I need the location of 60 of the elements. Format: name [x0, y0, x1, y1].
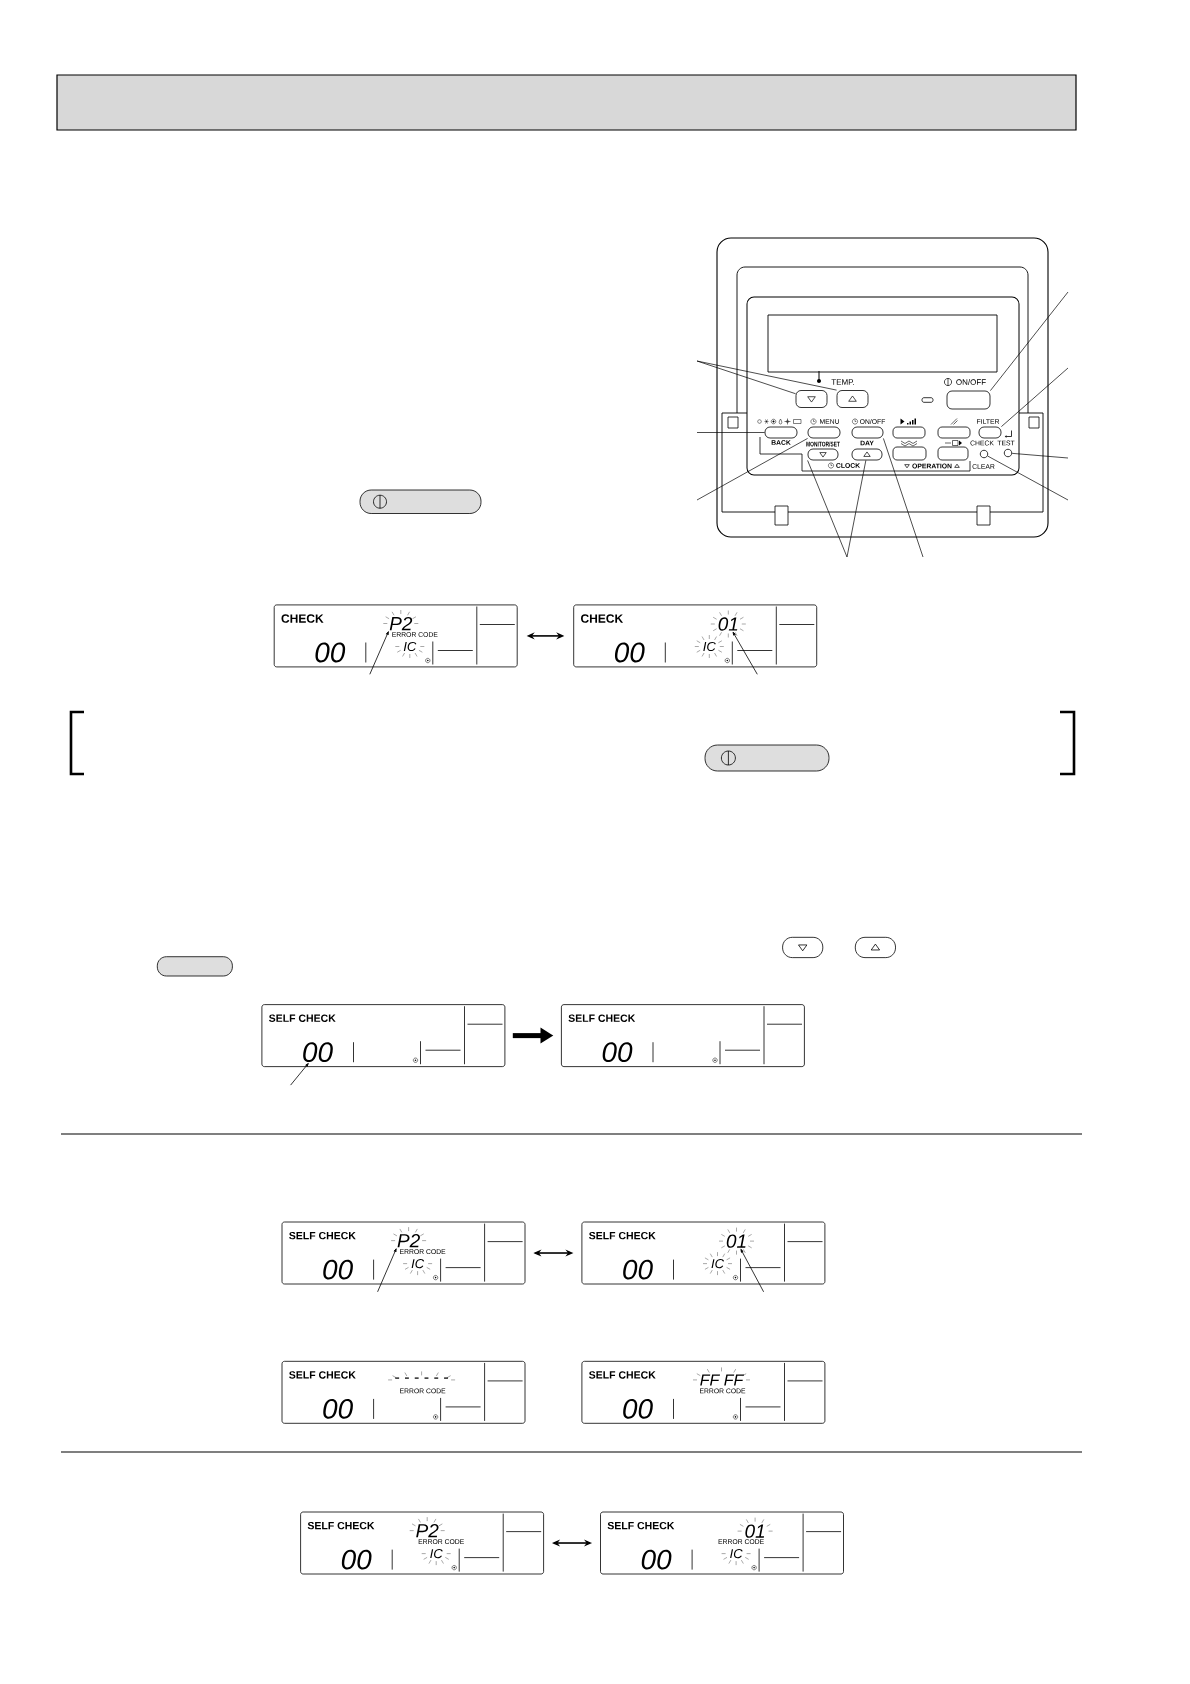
unit-code: IC — [411, 1259, 425, 1269]
button — [978, 426, 1002, 439]
leader-line — [846, 460, 867, 558]
unit-code: IC — [711, 1259, 725, 1269]
address-digits: 00 — [323, 1399, 353, 1419]
error-code: P2 — [397, 1234, 420, 1248]
title-bar — [56, 74, 1077, 131]
error-code: 01 — [745, 1524, 765, 1538]
leader-arrow — [290, 1063, 309, 1086]
unit-code: IC — [403, 641, 417, 652]
leader-line — [807, 460, 848, 558]
address-digits: 00 — [623, 1399, 653, 1419]
unit-code: IC — [430, 1549, 443, 1559]
display-title: SELF CHECK — [307, 1521, 375, 1530]
leader-line — [696, 360, 796, 395]
address-digits: 00 — [303, 1042, 333, 1063]
leader-arrow — [740, 1248, 764, 1293]
display-title: CHECK — [581, 614, 624, 623]
address-digits: 00 — [341, 1549, 372, 1570]
error-code: P2 — [416, 1524, 439, 1538]
leader-arrow — [377, 1248, 397, 1293]
round-button — [979, 449, 989, 459]
round-button — [1003, 448, 1013, 458]
display-title: CHECK — [281, 614, 324, 623]
display-title: SELF CHECK — [568, 1014, 636, 1022]
display-title: SELF CHECK — [269, 1014, 336, 1022]
error-code: 01 — [718, 617, 738, 631]
button — [764, 426, 798, 439]
unit-code: IC — [703, 641, 716, 652]
display-title: SELF CHECK — [289, 1231, 356, 1240]
error-code: 01 — [726, 1234, 746, 1248]
button — [851, 426, 884, 439]
display-title: SELF CHECK — [589, 1371, 656, 1379]
address-digits: 00 — [623, 1259, 653, 1280]
button — [946, 390, 991, 410]
address-digits: 00 — [602, 1042, 633, 1063]
leader-line — [883, 438, 924, 558]
leader-line — [696, 360, 837, 391]
button-label: TEMP. — [831, 379, 854, 385]
address-digits: 00 — [315, 642, 346, 663]
display-title: SELF CHECK — [589, 1231, 656, 1240]
leader-line — [1011, 453, 1069, 459]
error-code: FF FF — [700, 1374, 744, 1386]
unit-code: IC — [730, 1549, 743, 1559]
error-code: P2 — [389, 616, 413, 631]
button-label: ON/OFF — [956, 379, 986, 385]
address-digits: 00 — [323, 1259, 353, 1280]
leader-line — [987, 455, 1069, 501]
dash-code: - - - - - - — [395, 1377, 448, 1379]
button — [807, 426, 841, 439]
address-digits: 00 — [641, 1549, 672, 1570]
leader-arrow — [732, 631, 758, 675]
leader-line — [696, 438, 808, 501]
leader-arrow — [369, 631, 389, 675]
leader-line — [990, 291, 1069, 391]
leader-line — [696, 432, 765, 433]
display-title: SELF CHECK — [607, 1521, 675, 1530]
leader-line — [1001, 367, 1069, 427]
display-title: SELF CHECK — [289, 1371, 356, 1379]
address-digits: 00 — [614, 642, 645, 663]
